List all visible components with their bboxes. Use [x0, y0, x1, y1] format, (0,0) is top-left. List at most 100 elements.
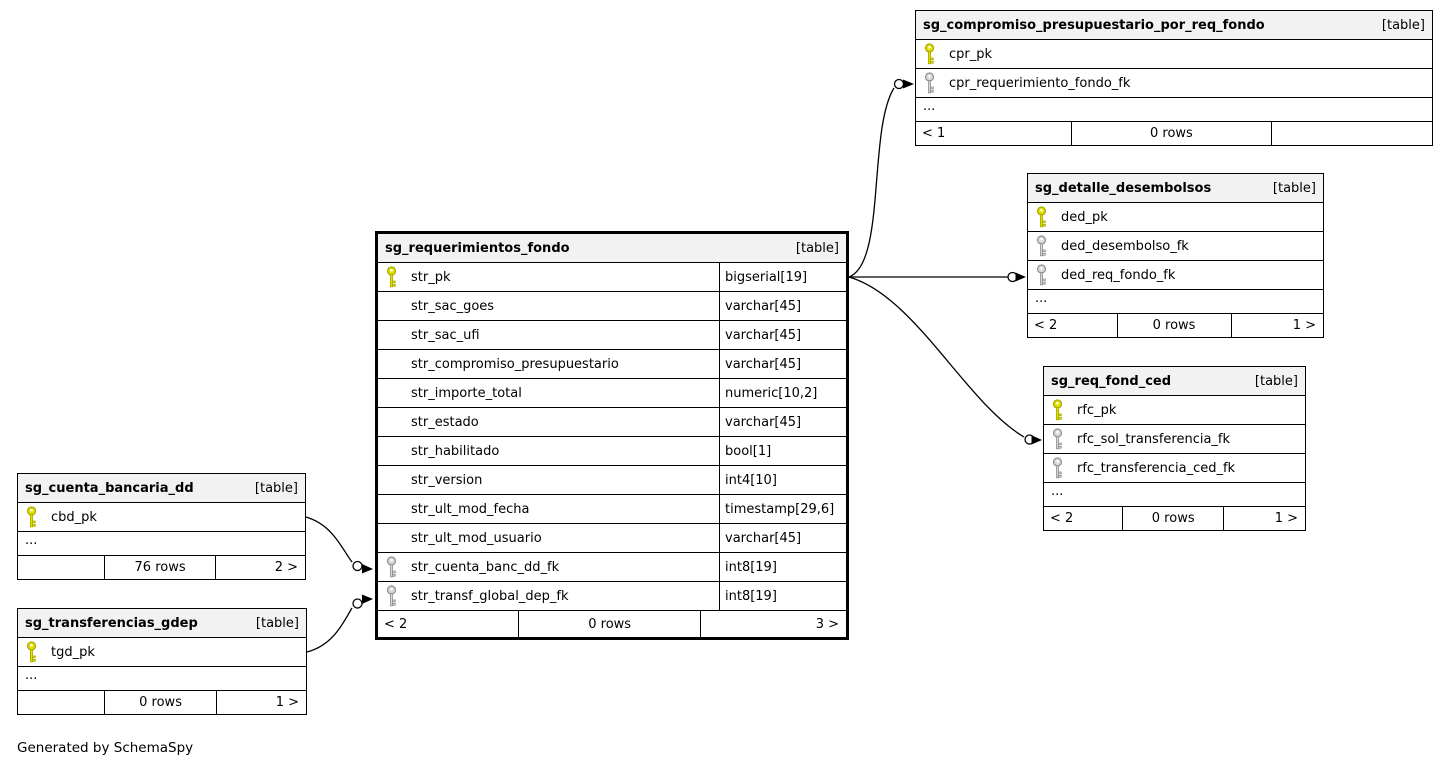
table-sg_compromiso_presupuestario_por_req_fondo[interactable]: sg_compromiso_presupuestario_por_req_fon… [915, 10, 1433, 146]
foreign-key-icon [1035, 264, 1048, 286]
primary-key-icon [25, 641, 38, 663]
footer-implied-right: 1 > [275, 695, 299, 710]
column-name: ded_req_fondo_fk [1061, 267, 1176, 283]
column-name: str_habilitado [411, 443, 500, 459]
column-type: int4[10] [719, 466, 846, 494]
table-header: sg_transferencias_gdep [table] [18, 609, 306, 638]
column-name: rfc_sol_transferencia_fk [1077, 431, 1231, 447]
footer-implied-left: < 1 [922, 126, 946, 141]
footer-implied-right: 1 > [1292, 318, 1316, 333]
foreign-key-icon [385, 585, 398, 607]
column-name: cpr_pk [949, 46, 993, 62]
connector-str_pk-to-cpr_requerimiento_fondo_fk [848, 78, 914, 278]
column-row: cpr_pk [916, 40, 1432, 69]
primary-key-icon [1052, 399, 1063, 421]
column-type: bigserial[19] [719, 263, 846, 291]
column-row: cbd_pk [18, 503, 305, 532]
ellipsis-row: ... [916, 98, 1432, 122]
primary-key-icon [924, 43, 935, 65]
ellipsis-row: ... [18, 532, 305, 556]
footer-implied-left: < 2 [384, 616, 408, 632]
table-footer: < 1 0 rows [916, 122, 1432, 145]
foreign-key-icon [1051, 428, 1064, 450]
column-row: str_compromiso_presupuestario varchar[45] [378, 350, 846, 379]
ellipsis-row: ... [1044, 483, 1305, 507]
foreign-key-icon [1036, 235, 1047, 257]
column-type: varchar[45] [719, 408, 846, 436]
foreign-key-icon [385, 556, 398, 578]
footer-row-count: 0 rows [1122, 507, 1225, 530]
column-row: tgd_pk [18, 638, 306, 667]
no-key-spacer [385, 469, 398, 491]
column-name: str_ult_mod_usuario [411, 530, 542, 546]
primary-key-icon [385, 266, 398, 288]
primary-key-icon [386, 266, 397, 288]
table-footer: 0 rows 1 > [18, 691, 306, 714]
footer-implied-right: 2 > [274, 560, 298, 575]
foreign-key-icon [386, 585, 397, 607]
foreign-key-icon [1052, 457, 1063, 479]
column-name: str_compromiso_presupuestario [411, 356, 619, 372]
table-name: sg_requerimientos_fondo [385, 240, 570, 256]
foreign-key-icon [386, 556, 397, 578]
table-footer: < 2 0 rows 3 > [378, 611, 846, 637]
foreign-key-icon [1035, 235, 1048, 257]
column-name: tgd_pk [51, 644, 95, 660]
table-footer: 76 rows 2 > [18, 556, 305, 579]
column-name: str_importe_total [411, 385, 522, 401]
column-row: ded_req_fondo_fk [1028, 261, 1323, 290]
foreign-key-icon [923, 72, 936, 94]
connector-cbd_pk-to-str_cuenta_banc_dd_fk [305, 516, 373, 574]
footer-row-count: 76 rows [104, 556, 217, 579]
footer-row-count: 0 rows [518, 611, 701, 637]
footer-implied-left: < 2 [1050, 511, 1074, 526]
table-header: sg_req_fond_ced [table] [1044, 367, 1305, 396]
no-key-spacer [385, 324, 398, 346]
footer-row-count: 0 rows [1116, 314, 1232, 337]
footer-implied-right: 1 > [1274, 511, 1298, 526]
column-name: cpr_requerimiento_fondo_fk [949, 75, 1131, 91]
column-name: str_sac_ufi [411, 327, 480, 343]
primary-key-icon [25, 506, 38, 528]
column-type: int8[19] [719, 582, 846, 610]
table-tag: [table] [1254, 373, 1298, 389]
column-name: rfc_pk [1077, 402, 1117, 418]
primary-key-icon [26, 641, 37, 663]
table-header: sg_cuenta_bancaria_dd [table] [18, 474, 305, 503]
column-type: varchar[45] [719, 350, 846, 378]
primary-key-icon [1035, 206, 1048, 228]
table-header: sg_compromiso_presupuestario_por_req_fon… [916, 11, 1432, 40]
table-name: sg_compromiso_presupuestario_por_req_fon… [923, 17, 1265, 33]
footer-implied-right [1272, 122, 1432, 145]
column-name: str_pk [411, 269, 451, 285]
table-sg_cuenta_bancaria_dd[interactable]: sg_cuenta_bancaria_dd [table] cbd_pk ...… [17, 473, 306, 580]
column-name: cbd_pk [51, 509, 97, 525]
table-tag: [table] [255, 615, 299, 631]
foreign-key-icon [924, 72, 935, 94]
column-row: str_estado varchar[45] [378, 408, 846, 437]
column-name: str_estado [411, 414, 479, 430]
footer-implied-left: < 2 [1034, 318, 1058, 333]
table-header: sg_requerimientos_fondo [table] [378, 234, 846, 263]
ellipsis-row: ... [18, 667, 306, 691]
column-type: timestamp[29,6] [719, 495, 846, 523]
table-name: sg_req_fond_ced [1051, 373, 1172, 389]
table-sg_transferencias_gdep[interactable]: sg_transferencias_gdep [table] tgd_pk ..… [17, 608, 307, 715]
footer-row-count: 0 rows [1070, 122, 1273, 145]
footer-row-count: 0 rows [104, 691, 217, 714]
no-key-spacer [385, 498, 398, 520]
column-type: varchar[45] [719, 292, 846, 320]
footer-implied-left [18, 691, 104, 714]
primary-key-icon [26, 506, 37, 528]
table-sg_req_fond_ced[interactable]: sg_req_fond_ced [table] rfc_pk rfc_sol_tr… [1043, 366, 1306, 531]
table-tag: [table] [795, 240, 839, 256]
table-sg_requerimientos_fondo[interactable]: sg_requerimientos_fondo [table] str_pk bi… [375, 231, 849, 640]
column-name: ded_pk [1061, 209, 1108, 225]
footer-implied-left [18, 556, 104, 579]
